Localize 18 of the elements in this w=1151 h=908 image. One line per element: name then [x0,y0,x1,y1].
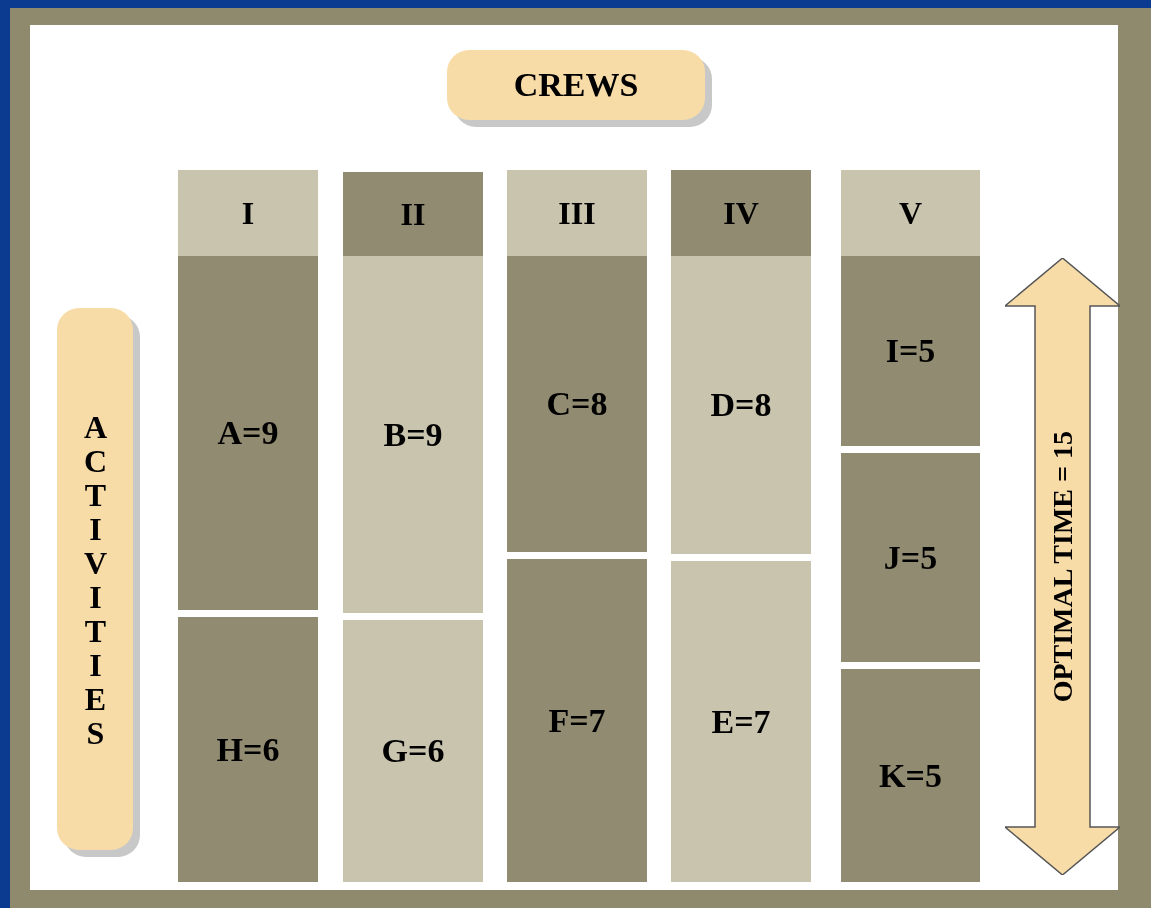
activity-block: I=5 [841,256,980,446]
activity-block: A=9 [178,256,318,610]
crew-header: V [841,170,980,256]
activity-block: G=6 [343,620,483,882]
activity-block: E=7 [671,561,811,882]
activity-block: B=9 [343,256,483,613]
activity-block: F=7 [507,559,647,882]
arrow-label: OPTIMAL TIME = 15 [1046,430,1079,703]
activity-block: C=8 [507,256,647,552]
activity-block: D=8 [671,256,811,554]
crew-header: II [343,172,483,256]
crew-header: III [507,170,647,256]
crew-header: IV [671,170,811,256]
double-arrow [1005,258,1120,875]
activity-block: J=5 [841,453,980,662]
activity-block: K=5 [841,669,980,882]
activity-block: H=6 [178,617,318,882]
crew-header: I [178,170,318,256]
